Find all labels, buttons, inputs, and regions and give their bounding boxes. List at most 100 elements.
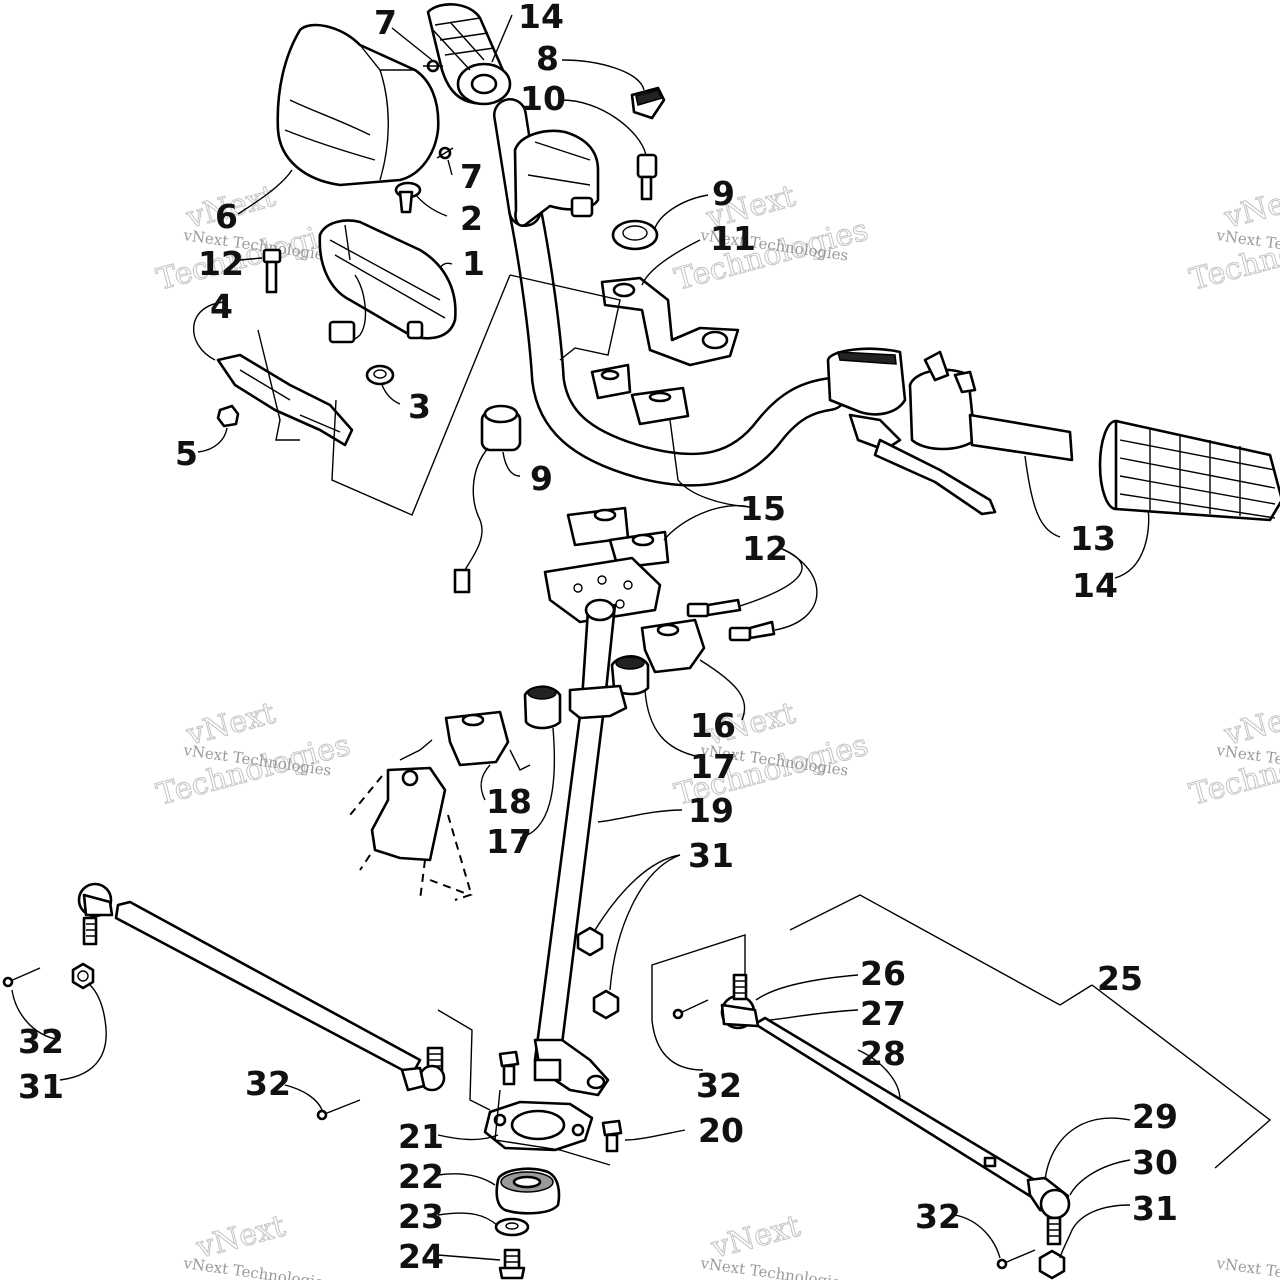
bushing-17-left [523,685,562,730]
bolt-12-lower [728,620,776,642]
grip-top [426,2,512,106]
callout-label: 15 [740,489,786,528]
callout-label: 22 [398,1157,444,1196]
callout-label: 12 [198,244,244,283]
cotter-pin-32-left [2,967,41,988]
callout-label: 2 [460,199,483,238]
clamp-15-upper-right [630,386,690,426]
steering-column-19 [533,598,617,1097]
bolt-20 [601,1119,623,1153]
cotter-pin-32-right-upper [672,999,709,1020]
brake-lever-assembly [826,347,1074,516]
callout-label: 3 [408,387,431,426]
bearing-22 [495,1167,561,1215]
nut-5 [216,404,240,428]
leader-lines [11,14,1272,1261]
callout-label: 32 [915,1197,961,1236]
nut-31-right [1038,1249,1066,1280]
watermark-bottom-left: vNext vNext Technologies [181,1208,332,1280]
watermark-top-right: vNext Technologies vNext Technologies [1186,178,1280,298]
callout-label: 14 [518,0,564,36]
callout-label: 17 [486,822,532,861]
callout-label: 29 [1132,1097,1178,1136]
clamp-18 [444,710,510,767]
callout-label: 13 [1070,519,1116,558]
callout-label: 32 [18,1022,64,1061]
callout-label: 12 [742,529,788,568]
callout-label: 26 [860,954,906,993]
ignition-bracket-11 [600,276,740,367]
washer-23 [494,1217,530,1237]
column-retainer-plate [568,684,628,720]
steering-post-plate [543,556,662,624]
watermark-caption: vNext Technologies [181,1254,332,1280]
tie-rod-end-left [400,1046,446,1092]
ignition-switch-9 [453,404,522,594]
callout-label: 32 [696,1066,742,1105]
callout-label: 16 [690,706,736,745]
key-cap-8 [630,86,666,120]
callout-label: 5 [175,434,198,473]
callout-label: 10 [520,79,566,118]
callout-label: 14 [1072,566,1118,605]
bolt-12-left [262,248,282,294]
screw-2 [394,181,422,214]
callout-label: 31 [1132,1189,1178,1228]
clamp-15-upper-left [590,363,632,400]
watermark-bottom-right: vNext Technologies [1214,1254,1280,1280]
nut-31-left [71,962,95,990]
tie-rod-left [77,882,422,1077]
callout-label: 31 [688,836,734,875]
screw-7-top [423,59,443,73]
callout-label: 7 [460,157,483,196]
grommet-3 [365,364,395,386]
throttle-housing [513,129,600,227]
bolt-12-upper [686,598,742,618]
grip-right [1098,419,1280,522]
callout-label: 8 [536,39,559,78]
callout-label: 25 [1097,959,1143,998]
watermark-caption: vNext Technologies [698,1254,849,1280]
watermark-caption: vNext Technologies [1214,1254,1280,1280]
callout-label: 19 [688,791,734,830]
watermark-bottom-center: vNext vNext Technologies [698,1208,849,1280]
frame-bracket [349,766,473,901]
tie-rod-right [720,973,1040,1198]
bolt-column-left [498,1050,520,1086]
hand-guard [276,23,440,187]
callout-label: 9 [530,459,553,498]
callout-label: 20 [698,1111,744,1150]
callout-label: 1 [462,244,485,283]
callout-label: 32 [245,1064,291,1103]
callout-label: 7 [374,3,397,42]
callout-label: 6 [215,197,238,236]
cotter-pin-32-right-lower [996,1249,1036,1270]
callout-label: 28 [860,1034,906,1073]
cotter-pin-32-mid [316,1099,361,1121]
callout-label: 17 [690,747,736,786]
callout-label: 4 [210,287,233,326]
screw-24 [498,1248,526,1280]
callout-label: 18 [486,782,532,821]
callout-label: 23 [398,1197,444,1236]
nut-31-upper [576,926,604,957]
gauge-housing [318,219,457,344]
callout-label: 21 [398,1117,444,1156]
nut-31-lower [592,989,620,1020]
screw-7-bottom [436,146,454,160]
callout-label: 31 [18,1067,64,1106]
watermark-mid-left: vNext Technologies vNext Technologies [153,695,355,813]
key-10 [636,153,658,201]
mount-bracket-4 [216,353,354,447]
ring-9-top [611,219,659,251]
callout-label: 9 [712,174,735,213]
callout-labels: 7 14 8 10 7 9 6 2 11 12 1 4 3 5 9 15 13 … [18,0,1178,1276]
tie-rod-end-right [1026,1176,1071,1246]
callout-label: 11 [710,219,756,258]
callout-label: 27 [860,994,906,1033]
clamp-16 [640,618,706,674]
watermark-mid-right: vNext Technologies vNext Technologies [1186,695,1280,813]
callout-label: 30 [1132,1143,1178,1182]
